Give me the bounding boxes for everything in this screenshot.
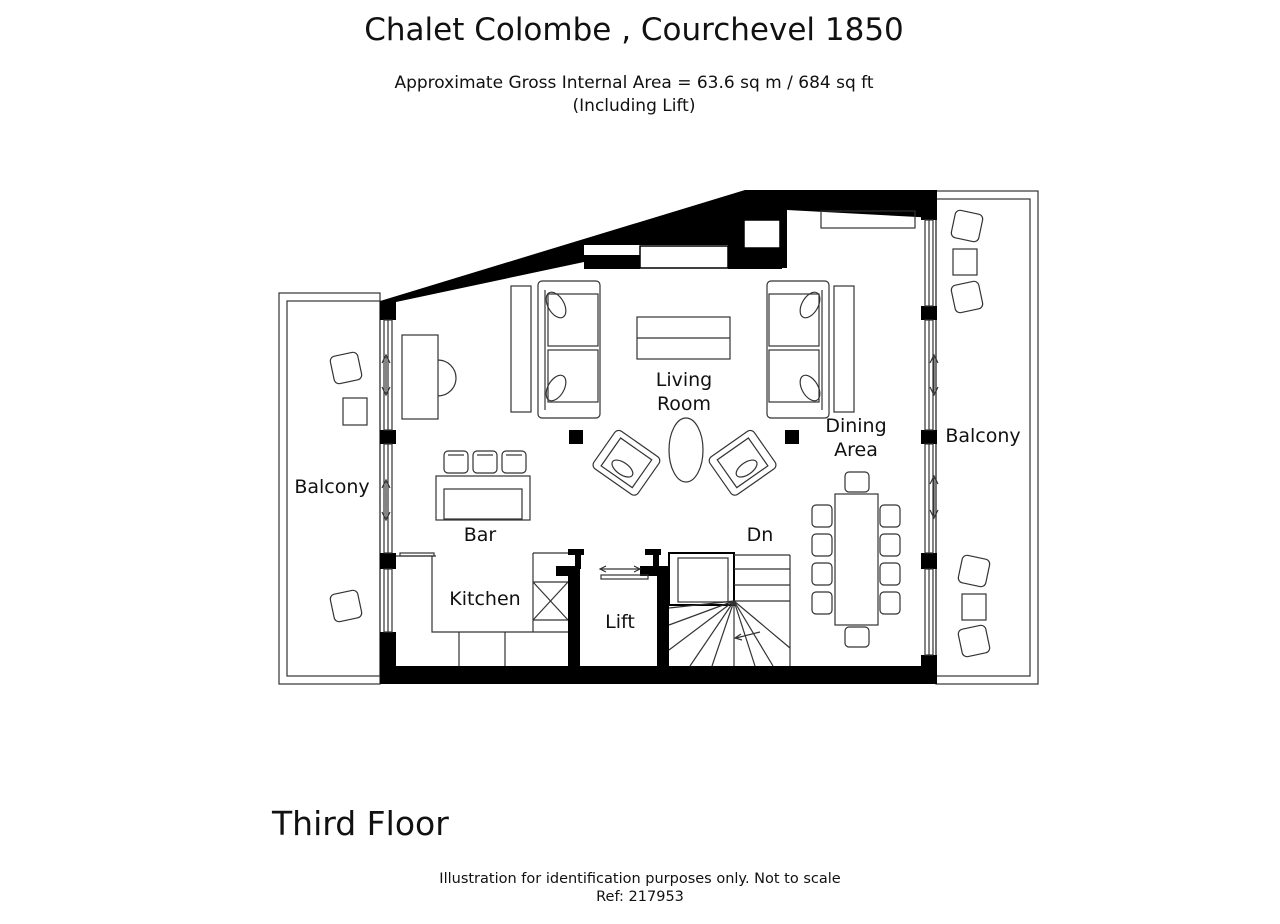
room-label-lift: Lift	[605, 611, 635, 633]
disclaimer: Illustration for identification purposes…	[439, 871, 841, 887]
floor-name: Third Floor	[272, 804, 449, 843]
plan-title: Chalet Colombe , Courchevel 1850	[364, 12, 904, 48]
room-label-balcony-right: Balcony	[945, 425, 1020, 447]
gross-area-line: Approximate Gross Internal Area = 63.6 s…	[394, 73, 874, 93]
room-label-balcony-left: Balcony	[294, 476, 369, 498]
stairs-down-label: Dn	[747, 524, 774, 546]
room-label-living: Living	[656, 369, 713, 391]
room-label-room: Room	[657, 393, 711, 415]
reference-number: Ref: 217953	[596, 889, 684, 905]
area-note: (Including Lift)	[572, 96, 696, 116]
room-label-area: Area	[834, 439, 878, 461]
room-label-bar: Bar	[464, 524, 497, 546]
left-balcony-inner	[286, 300, 381, 677]
walls	[380, 190, 937, 684]
room-label-dining: Dining	[825, 415, 886, 437]
room-label-kitchen: Kitchen	[449, 588, 520, 610]
